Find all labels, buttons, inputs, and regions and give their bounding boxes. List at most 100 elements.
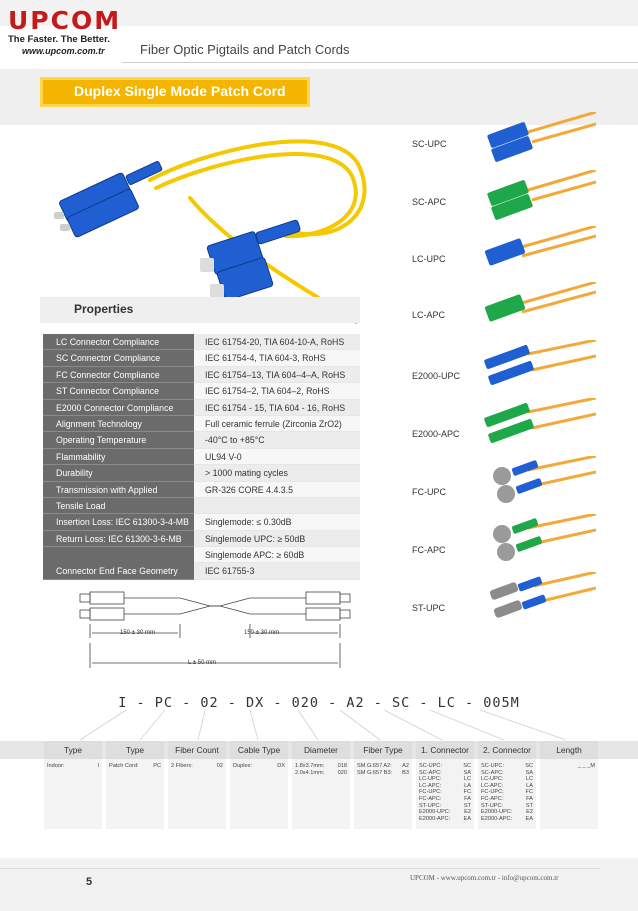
code-option-value: SC bbox=[525, 763, 533, 769]
properties-title: Properties bbox=[74, 302, 134, 316]
code-column-header: Type bbox=[44, 741, 102, 759]
code-option-label: FC-APC: bbox=[419, 795, 442, 802]
code-option: 2.0x4.1mm:020 bbox=[295, 770, 347, 777]
code-option-label: LC-UPC: bbox=[481, 776, 504, 783]
code-option-label: E2000-APC: bbox=[419, 815, 451, 822]
logo-tagline: The Faster. The Better. bbox=[8, 34, 110, 45]
code-option-label: 2.0x4.1mm: bbox=[295, 769, 325, 776]
code-option-label: E2000-APC: bbox=[481, 815, 513, 822]
code-option-value: ST bbox=[463, 802, 471, 809]
code-option-value: SA bbox=[463, 769, 471, 776]
code-option: 2 Fibers: 02 bbox=[171, 763, 223, 770]
code-column-header: Cable Type bbox=[230, 741, 288, 759]
code-column-header: 1. Connector bbox=[416, 741, 474, 759]
code-column-header: Diameter bbox=[292, 741, 350, 759]
property-key: Tensile Load bbox=[43, 497, 194, 515]
property-value: UL94 V-0 bbox=[194, 448, 360, 466]
connector-label-fc-upc: FC-UPC bbox=[412, 487, 446, 497]
code-column-header: 2. Connector bbox=[478, 741, 536, 759]
property-value: IEC 61754–2, TIA 604–2, RoHS bbox=[194, 383, 360, 400]
code-option: SC-APC:SA bbox=[481, 770, 533, 777]
code-option-value: LA bbox=[464, 782, 471, 789]
property-value: > 1000 mating cycles bbox=[194, 465, 360, 482]
footer-divider bbox=[0, 868, 600, 869]
code-option: SC-UPC: SC bbox=[481, 763, 533, 770]
property-key: E2000 Connector Compliance bbox=[43, 399, 194, 416]
property-key: Insertion Loss: IEC 61300-3-4-MB bbox=[43, 514, 194, 531]
code-option-label: E2000-UPC: bbox=[481, 809, 513, 816]
code-option: E2000-APC:EA bbox=[419, 816, 471, 823]
code-option-label: Indoor: bbox=[47, 763, 65, 769]
property-value bbox=[194, 497, 360, 515]
dimension-right: 150 ± 30 mm bbox=[244, 630, 279, 636]
code-option-value: 02 bbox=[216, 763, 223, 769]
code-option: _ _ _M bbox=[543, 763, 595, 770]
code-option-value: B3 bbox=[402, 769, 409, 776]
code-option-label: LC-APC: bbox=[481, 782, 504, 789]
code-option: 1.8x3.7mm:018 bbox=[295, 763, 347, 770]
e2000-upc-image bbox=[484, 340, 596, 386]
connector-label-sc-apc: SC-APC bbox=[412, 197, 447, 207]
section-banner: Duplex Single Mode Patch Cord bbox=[40, 77, 310, 107]
code-option: SC-APC: SA bbox=[419, 770, 471, 777]
code-option-label: SC-APC: bbox=[419, 769, 442, 776]
footer-contact: UPCOM - www.upcom.com.tr - info@upcom.co… bbox=[410, 874, 559, 882]
connector-label-lc-apc: LC-APC bbox=[412, 310, 446, 320]
code-option-value: FC bbox=[463, 789, 471, 796]
code-option-value: FA bbox=[464, 795, 471, 802]
code-option-value: 018 bbox=[337, 763, 347, 769]
code-column-body: 2 Fibers: 02 bbox=[168, 759, 226, 829]
code-option-label: FC-APC: bbox=[481, 795, 504, 802]
logo-wordmark: UPCOM bbox=[8, 6, 122, 35]
logo-url: www.upcom.com.tr bbox=[22, 46, 105, 56]
code-option-value: ST bbox=[525, 802, 533, 809]
code-column-header: Length bbox=[540, 741, 598, 759]
property-value: IEC 61754–13, TIA 604–4–A, RoHS bbox=[194, 366, 360, 384]
property-key: Operating Temperature bbox=[43, 432, 194, 449]
property-value: Singlemode APC: ≥ 60dB bbox=[194, 547, 360, 564]
code-option-value: FA bbox=[526, 795, 533, 802]
code-column: Length _ _ _M bbox=[540, 741, 598, 829]
code-option-value: FC bbox=[525, 789, 533, 796]
property-key: ST Connector Compliance bbox=[43, 383, 194, 400]
code-option-label: FC-UPC: bbox=[419, 789, 442, 796]
code-option-value: I bbox=[97, 763, 99, 769]
e2000-apc-image bbox=[484, 398, 596, 444]
code-option-label: SC-UPC: bbox=[481, 763, 504, 769]
property-value: Singlemode: ≤ 0.30dB bbox=[194, 514, 360, 531]
property-row: Operating Temperature-40°C to +85°C bbox=[43, 432, 360, 449]
code-option-label: 2 Fibers: bbox=[171, 763, 193, 769]
section-title: Duplex Single Mode Patch Cord bbox=[74, 83, 286, 99]
property-value: IEC 61754-4, TIA 604-3, RoHS bbox=[194, 350, 360, 367]
connector-label-e2000-apc: E2000-APC bbox=[412, 429, 460, 439]
code-option-value: _ _ _M bbox=[577, 763, 595, 769]
code-option-label: Duplex: bbox=[233, 763, 252, 769]
code-option: LC-APC:LA bbox=[481, 783, 533, 790]
code-option: LC-UPC:LC bbox=[481, 776, 533, 783]
dimension-total: L ± 50 mm bbox=[188, 660, 217, 666]
code-option-value: SC bbox=[463, 763, 471, 769]
code-option-label: SC-UPC: bbox=[419, 763, 442, 769]
code-option: LC-UPC:LC bbox=[419, 776, 471, 783]
code-option-label: ST-UPC: bbox=[419, 802, 442, 809]
property-row: Singlemode APC: ≥ 60dB bbox=[43, 547, 360, 564]
property-value: GR-326 CORE 4.4.3.5 bbox=[194, 481, 360, 498]
code-option-label: SC-APC: bbox=[481, 769, 504, 776]
code-option: Indoor: I bbox=[47, 763, 99, 770]
code-column-body: Indoor: I bbox=[44, 759, 102, 829]
code-option: ST-UPC: ST bbox=[419, 803, 471, 810]
